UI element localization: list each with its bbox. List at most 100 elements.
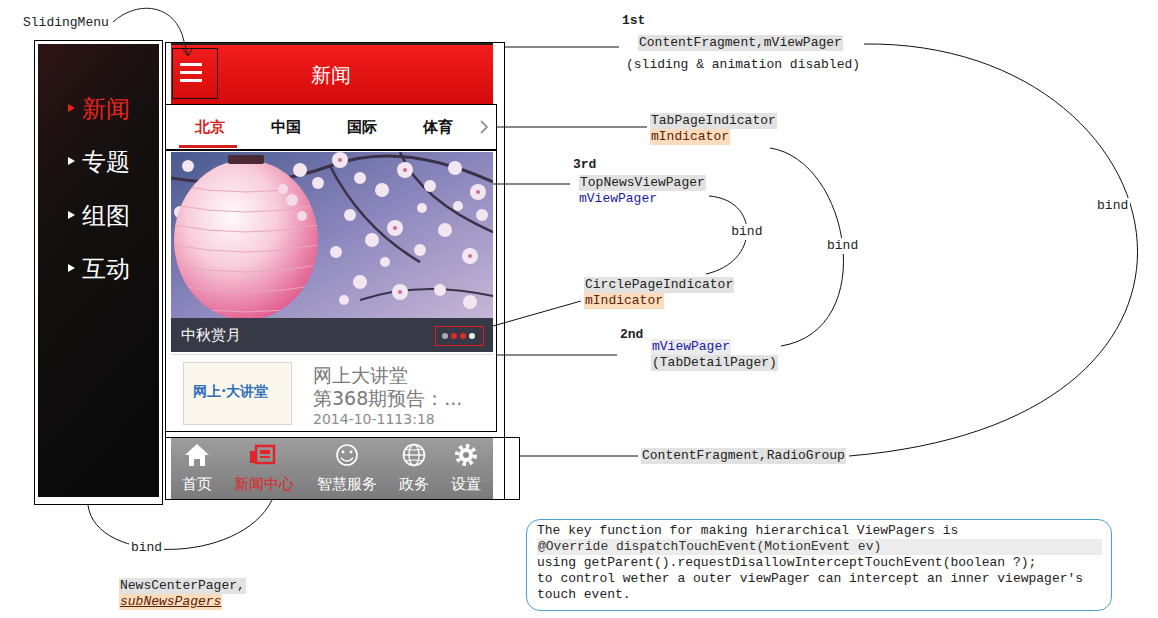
rect-shape [180, 71, 202, 74]
rect-shape [260, 456, 270, 458]
circle-shape [312, 177, 324, 189]
path-shape [330, 166, 420, 262]
annotation-box: ContentFragment,RadioGroup [638, 445, 849, 467]
menu-item: 新闻 [82, 95, 130, 124]
circle-shape [462, 248, 478, 264]
path-shape [174, 225, 318, 232]
news-title: 网上大讲堂 第368期预告：... [313, 364, 488, 410]
field-name: mViewPager [651, 339, 731, 355]
circle-shape [403, 168, 407, 172]
circle-shape [338, 158, 342, 162]
class-name: CirclePageIndicator [584, 277, 734, 293]
path-shape [113, 8, 192, 56]
connector [520, 456, 638, 457]
circle-shape [470, 184, 486, 200]
g-shape [338, 158, 480, 294]
note-text: (sliding & animation disabled) [626, 57, 860, 73]
radio-label: 智慧服务 [317, 475, 377, 493]
path-shape [341, 458, 353, 461]
path-shape [68, 104, 75, 112]
circle-shape [434, 284, 446, 296]
circle-shape [344, 209, 356, 221]
callout-number: 3rd [573, 157, 596, 173]
circle-shape [476, 209, 488, 221]
callout-number: 2nd [620, 327, 643, 343]
rect-shape [173, 49, 218, 99]
menu-item: 专题 [82, 148, 130, 177]
rect-shape [250, 451, 255, 463]
connector [849, 44, 1138, 456]
polyline-shape [481, 121, 487, 133]
phone-screen: 新闻北京中国国际体育网上大讲堂 第368期预告：...2014-10-1113:… [165, 42, 505, 500]
path-shape [174, 245, 318, 252]
note-box: The key function for making hierarchical… [526, 519, 1112, 611]
menu-item: 组图 [82, 202, 130, 231]
rect-shape [171, 45, 493, 104]
class-name: NewsCenterPager, [119, 578, 246, 594]
circle-shape [438, 223, 452, 237]
annotation-box: 2nd mViewPager(TabDetailPager) [617, 324, 781, 374]
circle-shape [476, 190, 480, 194]
tab-label: 北京 [195, 118, 225, 136]
tab-label: 中国 [271, 118, 301, 136]
code-text: @Override dispatchTouchEvent(MotionEvent… [537, 539, 1102, 555]
annotation-box: 3rdTopNewsViewPagermViewPager [570, 154, 709, 210]
rect-shape [184, 363, 292, 425]
circle-shape [286, 194, 298, 206]
connector [497, 355, 617, 356]
circle-shape [350, 451, 353, 454]
edge-label: bind [129, 540, 164, 556]
rect-shape [171, 437, 493, 500]
circle-shape [459, 448, 473, 462]
circle-shape [342, 451, 345, 454]
connector [497, 127, 647, 128]
circle-shape [460, 333, 466, 339]
circle-shape [469, 333, 475, 339]
circle-shape [332, 152, 348, 168]
circle-shape [451, 333, 457, 339]
field-name: mViewPager [579, 191, 657, 207]
line-shape [171, 354, 493, 355]
path-shape [174, 185, 318, 192]
circle-shape [468, 254, 472, 258]
circle-shape [182, 160, 194, 172]
class-name: TopNewsViewPager [579, 175, 706, 191]
ellipse-shape [174, 160, 318, 318]
rect-shape [179, 145, 237, 148]
circle-shape [414, 244, 426, 256]
circle-shape [293, 163, 307, 177]
path-shape [174, 305, 318, 312]
callout-number: 1st [622, 13, 645, 29]
circle-shape [392, 284, 408, 300]
rect-shape [180, 63, 202, 66]
circle-shape [354, 172, 366, 184]
circle-shape [424, 180, 436, 192]
rect-shape [171, 152, 493, 430]
path-shape [174, 285, 318, 292]
circle-shape [353, 275, 367, 289]
news-date: 2014-10-1113:18 [313, 411, 435, 428]
annotation-box: NewsCenterPager,subNewsPagers [116, 575, 249, 613]
rect-shape [171, 318, 493, 352]
radio-label: 政务 [399, 475, 429, 493]
note-text: The key function for making hierarchical… [537, 523, 1100, 539]
path-shape [174, 265, 318, 272]
class-name: (TabDetailPager) [651, 355, 778, 371]
circle-shape [278, 184, 288, 194]
annotation-box: TabPageIndicatormIndicator [647, 110, 780, 148]
circle-shape [365, 233, 379, 247]
rect-shape [260, 450, 270, 454]
class-name: ContentFragment,RadioGroup [641, 448, 846, 464]
logo-text: 网上·大讲堂 [193, 383, 268, 400]
edge-label: bind [825, 238, 860, 254]
rect-shape [436, 327, 484, 346]
circle-shape [463, 295, 477, 309]
circle-shape [398, 290, 402, 294]
g-shape [174, 185, 318, 312]
field-name: subNewsPagers [119, 594, 222, 610]
circle-shape [463, 452, 469, 458]
circle-shape [337, 445, 357, 465]
rect-shape [38, 44, 159, 497]
tab-bar: 北京中国国际体育 [165, 104, 497, 150]
